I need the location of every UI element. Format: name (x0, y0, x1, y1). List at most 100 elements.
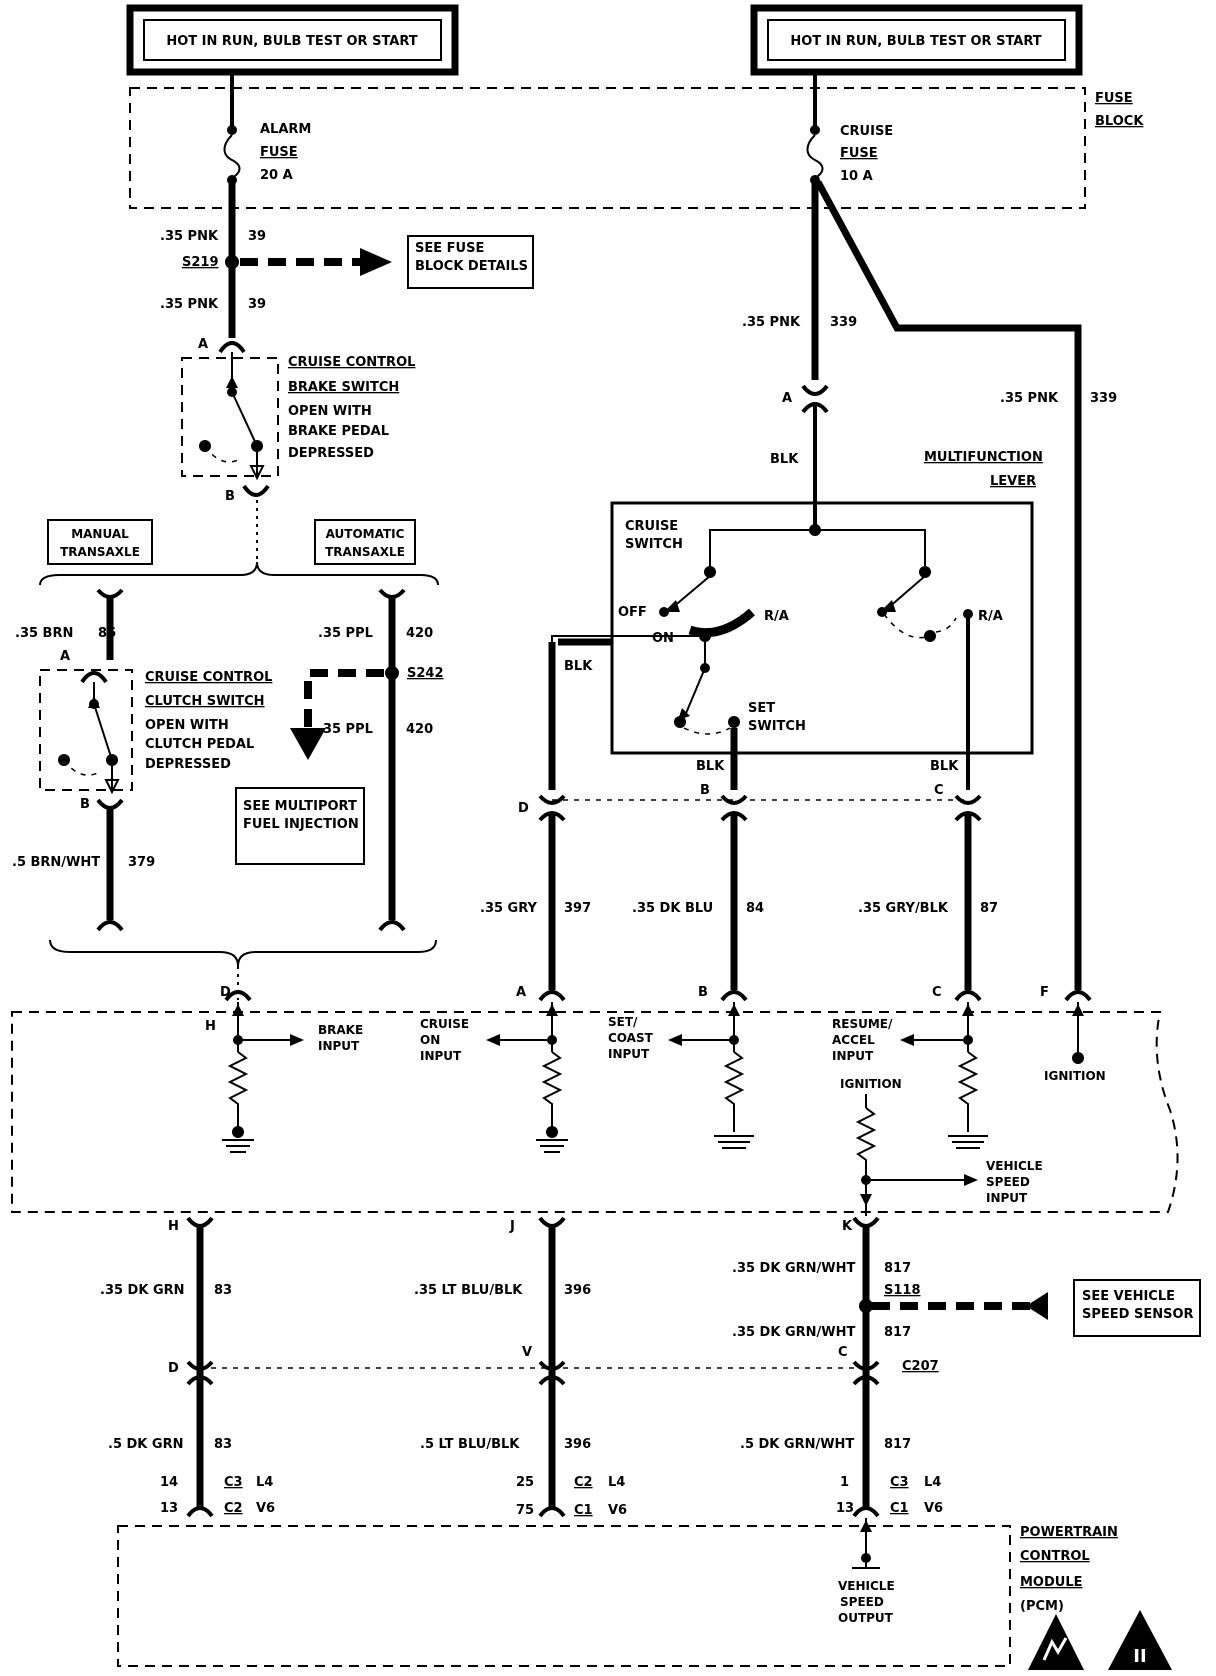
wire-379-color: .5 BRN/WHT (12, 855, 100, 870)
pcm-title-4: (PCM) (1020, 1599, 1064, 1614)
automatic-transaxle-1: AUTOMATIC (326, 527, 405, 541)
pin-mod-h: H (205, 1019, 216, 1034)
pcm-pin1-num-a: 14 (160, 1475, 178, 1490)
brake-switch-label-5: DEPRESSED (288, 446, 374, 461)
pin-c207-d: D (168, 1361, 179, 1376)
pin-mod-b: B (698, 985, 708, 1000)
resume-resistor (957, 1051, 979, 1128)
roman-numeral: II (1133, 1646, 1146, 1667)
brake-switch-label-4: BRAKE PEDAL (288, 424, 389, 439)
brake-input-resistor (227, 1051, 249, 1128)
vss-input-1: VEHICLE (986, 1159, 1043, 1173)
brake-switch-label-3: OPEN WITH (288, 404, 372, 419)
pin-mod-a: A (516, 985, 526, 1000)
set-coast-input-1: SET/ (608, 1015, 638, 1029)
wire-420-num-b: 420 (406, 722, 433, 737)
wire-339-color-a: .35 PNK (742, 315, 801, 330)
cruise-switch-label-1: CRUISE (625, 519, 678, 534)
pcm-pin1-eng-a: L4 (256, 1475, 273, 1490)
ignition-f-label: IGNITION (1044, 1069, 1106, 1083)
clutch-switch-box (39, 669, 133, 791)
wire-817-num-b: 817 (884, 1325, 911, 1340)
wire-396-num-b: 396 (564, 1437, 591, 1452)
brake-switch-label-2: BRAKE SWITCH (288, 380, 399, 395)
alarm-fuse-label-2: FUSE (260, 145, 298, 160)
resume-input-3: INPUT (832, 1049, 874, 1063)
set-coast-input-3: INPUT (608, 1047, 650, 1061)
clutch-switch-label-5: DEPRESSED (145, 757, 231, 772)
cruise-on-resistor (541, 1051, 563, 1128)
cruise-switch-on-contact (688, 608, 755, 638)
clutch-switch-contact (93, 703, 113, 761)
wire-83-num-a: 83 (214, 1283, 232, 1298)
connector-clutch-b (96, 798, 124, 810)
see-vehicle-speed-sensor-box (1073, 1279, 1201, 1337)
mf-title-1: MULTIFUNCTION (924, 450, 1043, 465)
pcm-title-3: MODULE (1020, 1575, 1083, 1590)
wire-396-num-a: 396 (564, 1283, 591, 1298)
cruise-fuse-label-1: CRUISE (840, 124, 893, 139)
brake-switch-label-1: CRUISE CONTROL (288, 355, 415, 370)
wire-84-color: .35 DK BLU (632, 901, 713, 916)
cruise-switch-off: OFF (618, 605, 647, 620)
set-coast-input-2: COAST (608, 1031, 654, 1045)
brake-switch-box (181, 357, 279, 477)
resume-input-1: RESUME/ (832, 1017, 893, 1031)
wire-396-color-a: .35 LT BLU/BLK (414, 1283, 523, 1298)
pin-mf-a: A (782, 391, 792, 406)
pcm-title-1: POWERTRAIN (1020, 1525, 1118, 1540)
clutch-switch-label-1: CRUISE CONTROL (145, 670, 272, 685)
pin-brake-b: B (225, 489, 235, 504)
cruise-switch-label-2: SWITCH (625, 537, 683, 552)
pin-mod-f: F (1040, 985, 1049, 1000)
manual-transaxle-2: TRANSAXLE (60, 545, 140, 559)
fuse-block-title-2: BLOCK (1095, 114, 1144, 129)
wire-397-color: .35 GRY (480, 901, 538, 916)
clutch-switch-label-2: CLUTCH SWITCH (145, 694, 265, 709)
cruise-on-input-3: INPUT (420, 1049, 462, 1063)
pin-mod-c: C (932, 985, 942, 1000)
splice-s219: S219 (182, 255, 219, 270)
automatic-transaxle-box (314, 519, 416, 565)
wire-39-color-b: .35 PNK (160, 297, 219, 312)
alarm-fuse-label-3: 20 A (260, 168, 293, 183)
pin-mod-k: K (842, 1219, 853, 1234)
ref-multiport-1: SEE MULTIPORT (243, 799, 357, 814)
pcm-pin3-eng-a: L4 (924, 1475, 941, 1490)
splice-s118: S118 (884, 1283, 921, 1298)
pin-c207-c: C (838, 1345, 848, 1360)
see-multiport-box (235, 787, 365, 865)
wire-blk-a: BLK (770, 452, 799, 467)
wire-87-color: .35 GRY/BLK (858, 901, 949, 916)
power-label-left: HOT IN RUN, BULB TEST OR START (166, 34, 417, 49)
cruise-switch-on: ON (652, 631, 674, 646)
pcm-title-2: CONTROL (1020, 1549, 1090, 1564)
connector-clutch-a (80, 671, 108, 684)
pin-c207-v: V (522, 1345, 532, 1360)
wire-817-color-c: .5 DK GRN/WHT (740, 1437, 854, 1452)
wire-83-num-b: 83 (214, 1437, 232, 1452)
wire-39-color-a: .35 PNK (160, 229, 219, 244)
alarm-fuse-label-1: ALARM (260, 122, 311, 137)
wire-83-color-a: .35 DK GRN (100, 1283, 185, 1298)
pcm-pin2-conn-a: C2 (574, 1475, 593, 1490)
cruise-fuse-label-2: FUSE (840, 146, 878, 161)
ref-fuse-details-1: SEE FUSE (415, 241, 484, 256)
pcm-pin3-conn-a: C3 (890, 1475, 909, 1490)
cruise-module-outline (11, 1011, 1179, 1213)
vso-label-2: SPEED (840, 1595, 884, 1609)
wire-39-num-a: 39 (248, 229, 266, 244)
wire-86-color: .35 BRN (15, 626, 73, 641)
see-fuse-block-details-box (407, 235, 534, 289)
set-switch-label-2: SWITCH (748, 719, 806, 734)
cruise-on-input-1: CRUISE (420, 1017, 469, 1031)
pin-mf-c: C (934, 783, 944, 798)
transaxle-brace (39, 561, 439, 586)
wire-339-num-b: 339 (1090, 391, 1117, 406)
wire-339-color-b: .35 PNK (1000, 391, 1059, 406)
brake-input-1: BRAKE (318, 1023, 363, 1037)
pin-mod-j: J (509, 1219, 515, 1234)
pin-mf-d: D (518, 801, 529, 816)
brake-input-2: INPUT (318, 1039, 360, 1053)
